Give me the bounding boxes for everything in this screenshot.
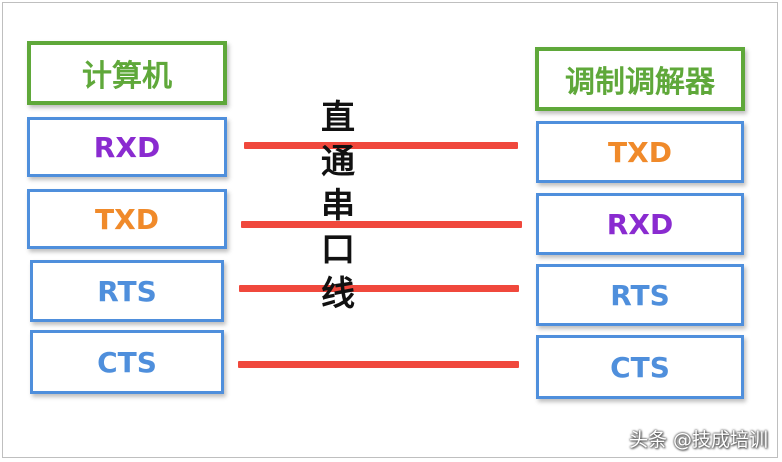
modem-title: 调制调解器 [565, 65, 715, 100]
right-signal-label: RTS [610, 278, 670, 312]
left-signal-txd: TXD [27, 189, 227, 249]
cable-label-char: 通 [321, 142, 355, 182]
cable-label-char: 串 [321, 186, 355, 226]
cable-label-char: 口 [321, 230, 355, 270]
left-signal-label: RXD [93, 130, 161, 164]
left-signal-cts: CTS [30, 330, 224, 394]
wire-cts-cts [238, 361, 519, 368]
cable-label-char: 直 [321, 98, 355, 138]
computer-header: 计算机 [27, 41, 227, 105]
left-signal-label: CTS [97, 345, 157, 379]
left-signal-rxd: RXD [27, 117, 227, 177]
right-signal-cts: CTS [536, 335, 744, 399]
right-signal-label: CTS [610, 350, 670, 384]
watermark-text: 头条 @技成培训 [628, 429, 768, 451]
right-signal-label: TXD [608, 135, 672, 169]
left-signal-label: RTS [97, 274, 157, 308]
wire-rts-rts [239, 285, 519, 292]
wire-txd-rxd [241, 221, 522, 228]
computer-title: 计算机 [82, 59, 172, 94]
right-signal-rxd: RXD [536, 193, 744, 255]
wire-rxd-txd [244, 142, 518, 149]
right-signal-rts: RTS [536, 264, 744, 326]
cable-label-char: 线 [321, 274, 355, 314]
left-signal-rts: RTS [30, 260, 224, 322]
right-signal-label: RXD [606, 207, 674, 241]
right-signal-txd: TXD [536, 121, 744, 183]
modem-header: 调制调解器 [535, 47, 745, 111]
cable-label: 直 通 串 口 线 [318, 96, 358, 316]
left-signal-label: TXD [95, 202, 159, 236]
